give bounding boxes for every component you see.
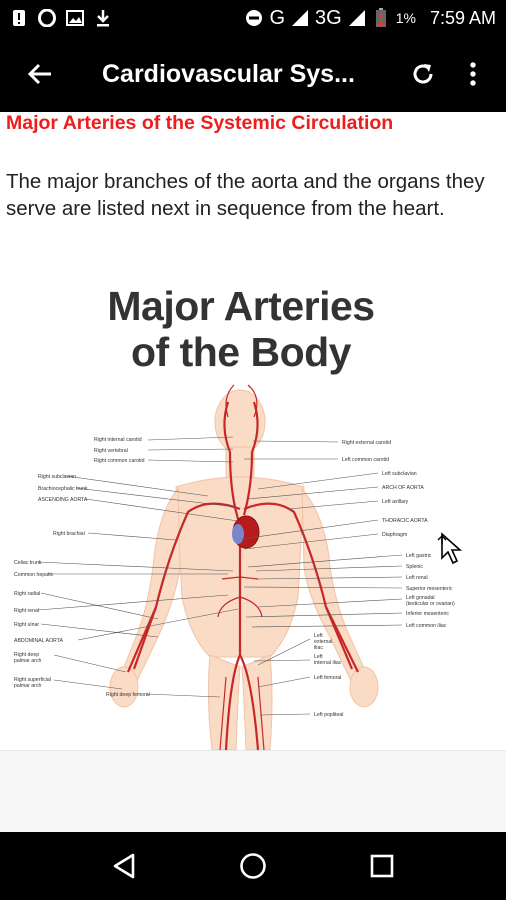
image-icon [66,9,84,27]
label-right-superficial-palmar-arch-2: palmar arch [14,683,42,689]
label-thoracic-aorta: THORACIC AORTA [382,518,428,524]
download-icon [94,9,112,27]
label-left-popliteal: Left popliteal [314,712,343,718]
alert-icon [10,9,28,27]
refresh-icon [413,64,433,84]
label-superior-mesenteric: Superior mesenteric [406,586,453,592]
web-content[interactable]: Major Arteries of the Systemic Circulati… [0,112,506,750]
figure-title-line2: of the Body [131,329,351,375]
label-arch-of-aorta: ARCH OF AORTA [382,485,424,491]
label-right-subclavian: Right subclavian [38,474,76,480]
back-button[interactable] [0,36,80,112]
recents-nav-button[interactable] [352,836,412,896]
label-left-internal-iliac: Left [314,654,323,660]
label-right-vertebral: Right vertebral [94,448,128,454]
label-right-deep-palmar-arch: Right deep [14,652,39,658]
clock: 7:59 AM [429,7,496,28]
page-title: Cardiovascular Sys... [102,59,355,88]
label-right-internal-carotid: Right internal carotid [94,437,142,443]
square-recents-icon [370,854,393,878]
label-left-subclavian: Left subclavian [382,471,417,477]
label-common-hepatic: Common hepatic [14,572,54,578]
label-left-external-iliac: Left [314,633,323,639]
more-options-button[interactable] [448,36,498,112]
signal-strength-icon-2 [348,9,366,27]
battery-percent: 1% [395,10,416,26]
network-type-3g: 3G [315,6,342,29]
arteries-figure: Major Arteries of the Body [8,277,498,750]
label-right-ulnar: Right ulnar [14,622,39,628]
label-abdominal-aorta: ABDOMINAL AORTA [14,638,63,644]
status-bar: G 3G 1% 7:59 AM [0,0,506,36]
signal-strength-icon [291,9,309,27]
section-heading: Major Arteries of the Systemic Circulati… [6,112,394,134]
signal-type-g: G [269,6,286,29]
refresh-button[interactable] [398,36,448,112]
label-left-gonadal: Left gonadal [406,595,435,601]
label-inferior-mesenteric: Inferior mesenteric [406,611,449,617]
label-left-common-carotid: Left common carotid [342,457,389,463]
body-paragraph: The major branches of the aorta and the … [6,170,485,220]
label-right-common-carotid: Right common carotid [94,458,145,464]
label-right-radial: Right radial [14,591,40,597]
label-brachiocephalic-trunk: Brachiocephalic trunk [38,486,88,492]
label-left-femoral: Left femoral [314,675,341,681]
label-right-external-carotid: Right external carotid [342,440,391,446]
home-nav-button[interactable] [223,836,283,896]
move-cursor-icon [437,532,463,565]
opera-icon [38,9,56,27]
body-illustration: Right internal carotid Right vertebral R… [14,384,455,750]
label-left-axillary: Left axillary [382,499,409,505]
more-vert-icon [470,62,476,86]
blank-area [0,750,506,832]
back-nav-button[interactable] [94,836,154,896]
figure-title-line1: Major Arteries [107,283,375,329]
label-right-superficial-palmar-arch: Right superficial [14,677,51,683]
label-ascending-aorta: ASCENDING AORTA [38,497,88,503]
label-celiac-trunk: Celiac trunk [14,560,42,566]
label-splenic: Splenic [406,564,423,570]
label-left-external-iliac-2: external [314,639,332,645]
label-left-internal-iliac-2: internal iliac [314,660,342,666]
label-right-renal: Right renal [14,608,39,614]
do-not-disturb-icon [245,9,263,27]
circle-home-icon [240,853,266,879]
label-left-gonadal-2: (testicular or ovarian) [406,601,455,607]
navigation-bar [0,832,506,900]
label-left-gastric: Left gastric [406,553,432,559]
label-right-deep-femoral: Right deep femoral [106,692,150,698]
triangle-back-icon [114,853,135,879]
arrow-left-icon [27,63,51,85]
system-icons: G 3G 1% 7:59 AM [245,7,496,30]
app-bar: Cardiovascular Sys... [0,36,506,112]
label-right-deep-palmar-arch-2: palmar arch [14,658,42,664]
label-left-common-iliac: Left common iliac [406,623,447,629]
notification-icons [10,9,112,27]
label-diaphragm: Diaphragm [382,532,407,538]
label-left-external-iliac-3: iliac [314,645,323,651]
label-right-brachial: Right brachial [53,531,85,537]
label-left-renal: Left renal [406,575,428,581]
battery-icon [372,8,390,27]
